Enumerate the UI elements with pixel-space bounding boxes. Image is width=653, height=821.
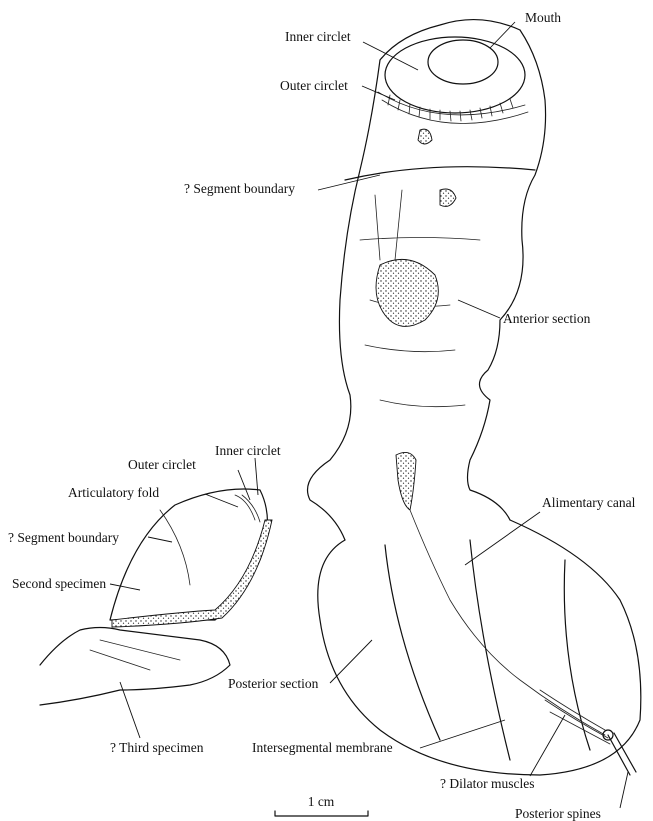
third-specimen-outline bbox=[40, 628, 230, 706]
second-specimen bbox=[110, 489, 272, 627]
leader-dilator-muscles bbox=[530, 715, 565, 776]
label-segment-boundary-top: ? Segment boundary bbox=[184, 181, 295, 196]
label-alimentary-canal: Alimentary canal bbox=[542, 495, 636, 510]
scale-bar-line bbox=[275, 811, 368, 816]
label-outer-circlet-left: Outer circlet bbox=[128, 457, 196, 472]
head-outline bbox=[380, 20, 520, 60]
second-specimen-articulatory-fold bbox=[235, 495, 260, 522]
leader-alimentary-canal bbox=[465, 512, 540, 565]
label-segment-boundary-left: ? Segment boundary bbox=[8, 530, 119, 545]
intersegmental-membrane-2 bbox=[470, 540, 510, 760]
labels: Mouth Inner circlet Outer circlet ? Segm… bbox=[8, 10, 636, 821]
third-specimen bbox=[40, 628, 230, 706]
leader-second-specimen bbox=[110, 584, 140, 590]
circlet-ticks bbox=[388, 95, 513, 121]
leader-mouth bbox=[490, 22, 515, 48]
label-anterior-section: Anterior section bbox=[503, 311, 591, 326]
label-second-specimen: Second specimen bbox=[12, 576, 106, 591]
inner-circlet-ring bbox=[385, 37, 525, 113]
leader-outer-circlet-left bbox=[238, 470, 250, 500]
stippled-patch-neck bbox=[396, 452, 416, 510]
label-mouth: Mouth bbox=[525, 10, 561, 25]
second-specimen-boundary bbox=[160, 510, 190, 585]
segment-boundary-line bbox=[345, 167, 535, 180]
alimentary-canal-line bbox=[410, 510, 605, 735]
label-third-specimen: ? Third specimen bbox=[110, 740, 204, 755]
leader-articulatory-fold bbox=[205, 494, 238, 507]
label-articulatory-fold: Articulatory fold bbox=[68, 485, 159, 500]
label-inner-circlet-left: Inner circlet bbox=[215, 443, 281, 458]
label-posterior-spines: Posterior spines bbox=[515, 806, 601, 821]
label-intersegmental-membrane: Intersegmental membrane bbox=[252, 740, 393, 755]
scale-bar: 1 cm bbox=[275, 794, 368, 816]
leader-anterior-section bbox=[458, 300, 500, 318]
outer-circlet-ring bbox=[378, 92, 528, 124]
label-dilator-muscles: ? Dilator muscles bbox=[440, 776, 534, 791]
scale-bar-label: 1 cm bbox=[308, 794, 335, 809]
second-specimen-gut bbox=[112, 520, 272, 627]
leader-posterior-spines bbox=[620, 772, 628, 808]
leader-segment-boundary-top bbox=[318, 175, 380, 190]
leader-segment-boundary-left bbox=[148, 537, 172, 542]
main-specimen bbox=[308, 20, 641, 775]
stippled-patch-large bbox=[376, 259, 438, 326]
posterior-section-outline bbox=[318, 520, 641, 775]
label-inner-circlet-top: Inner circlet bbox=[285, 29, 351, 44]
third-specimen-wrinkles bbox=[90, 640, 180, 670]
leader-posterior-section bbox=[330, 640, 372, 683]
leader-outer-circlet-top bbox=[362, 86, 395, 100]
leader-lines bbox=[110, 22, 628, 808]
label-posterior-section: Posterior section bbox=[228, 676, 319, 691]
label-outer-circlet-top: Outer circlet bbox=[280, 78, 348, 93]
intersegmental-membrane-1 bbox=[385, 545, 440, 740]
second-specimen-outline bbox=[110, 489, 268, 620]
mouth-opening bbox=[428, 40, 498, 84]
